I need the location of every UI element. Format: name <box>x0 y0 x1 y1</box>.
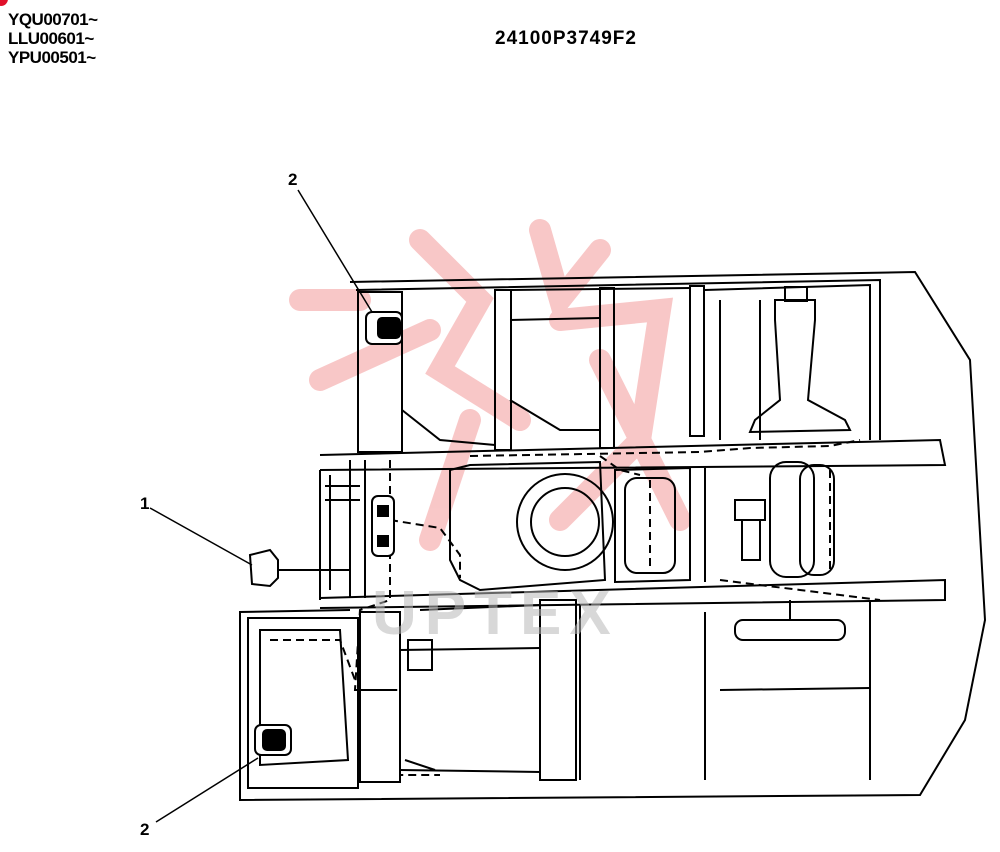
callout-upper: 2 <box>288 170 298 189</box>
watermark-text: UPTEX <box>372 579 619 648</box>
callout-lower: 2 <box>140 820 150 839</box>
beacon-lamp <box>248 548 350 588</box>
serial-range-1: YQU00701~ <box>8 10 98 29</box>
rear-lamp-upper <box>365 311 403 345</box>
frame-structure <box>239 270 987 802</box>
connector-block <box>371 495 395 557</box>
callout-leaders <box>149 189 373 823</box>
serial-range-3: YPU00501~ <box>8 48 96 67</box>
callout-left: 1 <box>140 494 150 513</box>
serial-range-2: LLU00601~ <box>8 29 94 48</box>
wiring-harness <box>270 300 881 776</box>
serial-number-list: YQU00701~ LLU00601~ YPU00501~ <box>8 10 98 67</box>
document-number: 24100P3749F2 <box>495 28 637 49</box>
red-corner-dot <box>0 0 8 6</box>
rear-lamp-lower <box>254 724 292 756</box>
